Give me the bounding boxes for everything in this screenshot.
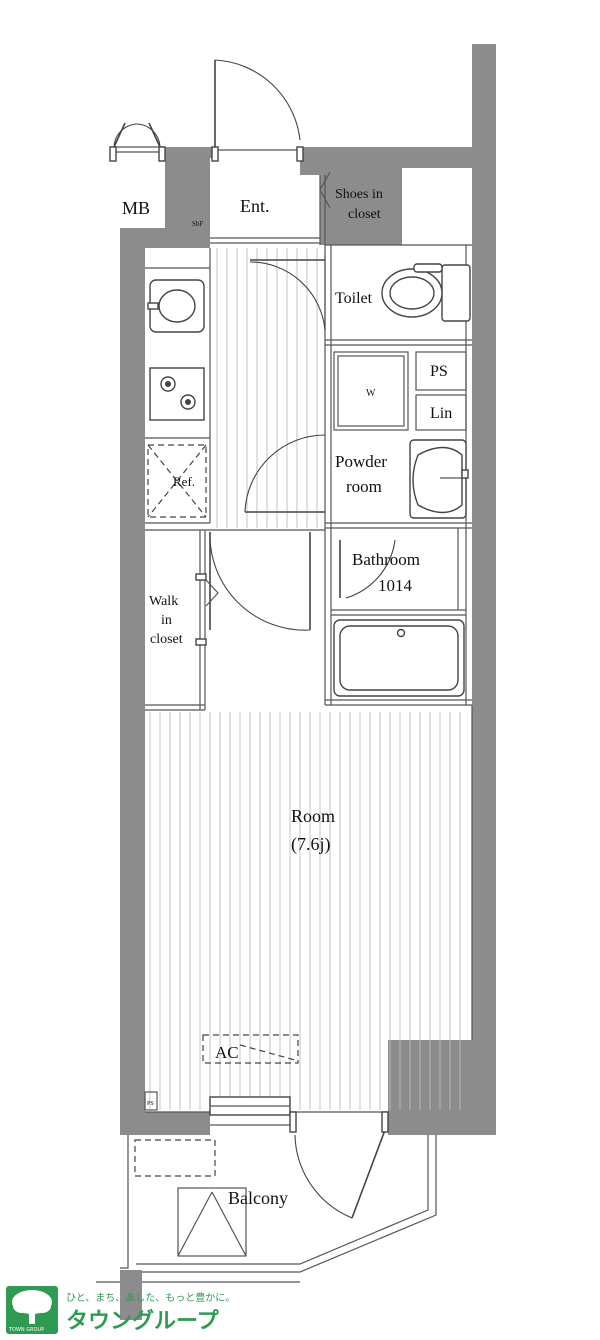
- powder-sink: [244, 434, 469, 519]
- kitchen-fixtures: [147, 279, 205, 421]
- room-label: Room: [291, 806, 335, 826]
- walkin-closet-label-2: in: [161, 613, 172, 628]
- mb-doors: [109, 122, 166, 162]
- bathroom-size-label: 1014: [378, 576, 413, 595]
- bathroom-label: Bathroom: [352, 550, 420, 569]
- walkin-closet-label-3: closet: [150, 632, 183, 647]
- right-wall: [388, 44, 496, 1135]
- balcony: [96, 1135, 437, 1320]
- ac-label: AC: [215, 1043, 239, 1062]
- left-wall: [120, 248, 210, 1135]
- room-labels: MB SbF Ent. Shoes in closet Toilet PS Li…: [122, 187, 452, 1208]
- balcony-openings: [144, 1091, 389, 1219]
- shoes-closet-label-2: closet: [348, 207, 381, 222]
- flooring: [149, 248, 461, 1110]
- mb-label: MB: [122, 198, 150, 218]
- refrigerator-space: [147, 444, 207, 518]
- washer-label: W: [366, 388, 376, 399]
- linen-label: Lin: [430, 405, 452, 422]
- utility-fixtures: [333, 351, 467, 431]
- shoes-closet-label: Shoes in: [335, 187, 383, 202]
- walls: [120, 44, 496, 1135]
- walkin-closet-door: [195, 531, 311, 646]
- kitchen-corner-wall: [190, 158, 210, 248]
- bathroom-fixtures: [333, 539, 465, 697]
- brand-sub: TOWN GROUP: [8, 1327, 44, 1333]
- powder-room-label: Powder: [335, 452, 387, 471]
- toilet-label: Toilet: [335, 290, 373, 307]
- entrance-label: Ent.: [240, 196, 270, 216]
- ps-small-label: PS: [147, 1101, 154, 1107]
- mb-wall: [120, 147, 215, 248]
- entrance-door: [211, 59, 304, 162]
- brand-logo: TOWN GROUP ひと、まち、あした、もっと豊かに。 タウングループ: [6, 1286, 235, 1334]
- balcony-label: Balcony: [228, 1188, 288, 1208]
- brand-tagline: ひと、まち、あした、もっと豊かに。: [66, 1291, 235, 1304]
- brand-name: タウングループ: [66, 1308, 220, 1334]
- shoes-closet-chevron: [319, 171, 331, 209]
- walkin-closet-label: Walk: [149, 594, 178, 609]
- entrance-wall: [300, 44, 472, 245]
- powder-room-label-2: room: [346, 477, 382, 496]
- room-size-label: (7.6j): [291, 834, 331, 855]
- air-conditioner: [202, 1034, 299, 1064]
- sbf-label: SbF: [192, 220, 203, 228]
- toilet-fixture: [249, 255, 471, 331]
- refrigerator-label: Ref.: [173, 474, 195, 489]
- ps-label: PS: [430, 363, 448, 380]
